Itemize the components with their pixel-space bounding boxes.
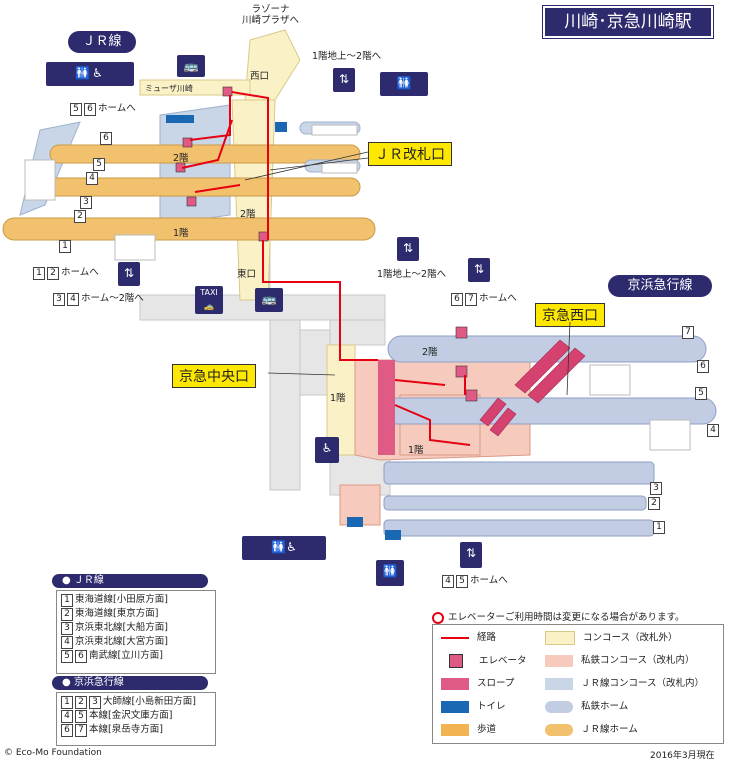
elevator-icon: ⇅ <box>333 68 355 92</box>
keikyu-west-callout: 京急西口 <box>535 303 605 327</box>
keikyu-1f-label-a: 1階 <box>330 393 346 404</box>
keikyu-platform-2: 2 <box>648 497 660 510</box>
jr-platform-2: 2 <box>74 210 86 223</box>
jr-platform-5: 5 <box>93 158 105 171</box>
jr-gate-callout: ＪＲ改札口 <box>368 142 452 166</box>
legend-route: 経路 <box>441 631 496 645</box>
keikyu-platform-5: 5 <box>695 387 707 400</box>
lazona-label: ラゾーナ 川崎プラザへ <box>242 4 300 26</box>
toilet-blocks <box>166 115 401 540</box>
keikyu-central-callout: 京急中央口 <box>172 364 256 388</box>
keikyu-platform-6: 6 <box>697 360 709 373</box>
legend-key: 経路 コンコース（改札外） エレベータ 私鉄コンコース（改札内） スロープ ＪＲ… <box>432 624 724 744</box>
west-exit-label: 西口 <box>250 71 270 82</box>
jr-platform-1: 1 <box>59 240 71 253</box>
toilet-icon: 🚻♿ <box>46 62 134 86</box>
keikyu-platform-4: 4 <box>707 424 719 437</box>
elevator-icon: ⇅ <box>397 237 419 261</box>
legend-private-platform: 私鉄ホーム <box>545 700 628 714</box>
jr-platform-6: 6 <box>100 132 112 145</box>
slope <box>378 360 395 455</box>
date: 2016年3月現在 <box>650 751 715 761</box>
wheelchair-icon: ♿ <box>315 437 339 463</box>
concourse-2f-label: 2階 <box>240 209 256 220</box>
legend-jr-platform: ＪＲ線ホーム <box>545 723 638 737</box>
legend-private-concourse: 私鉄コンコース（改札内） <box>545 654 695 668</box>
toilet-icon: 🚻 <box>380 72 428 96</box>
legend-elevator: エレベータ <box>441 654 527 668</box>
legend-jr-concourse: ＪＲ線コンコース（改札内） <box>545 677 704 691</box>
legend-keikyu-header: ● 京浜急行線 <box>52 676 208 690</box>
bus-icon: 🚌 <box>177 55 205 77</box>
credit: © Eco-Mo Foundation <box>4 748 102 758</box>
jr-platform-4: 4 <box>86 172 98 185</box>
keikyu-1f-label-b: 1階 <box>408 445 424 456</box>
legend-toilet: トイレ <box>441 700 506 714</box>
toilet-icon: 🚻♿ <box>242 536 326 560</box>
elevator-icon: ⇅ <box>460 542 482 568</box>
legend-slope: スロープ <box>441 677 514 691</box>
jr-1f-label: 1階 <box>173 228 189 239</box>
keikyu-line-label: 京浜急行線 <box>608 275 712 297</box>
elevator-note: エレベーターご利用時間は変更になる場合があります。 <box>432 609 685 624</box>
keikyu-platform-3: 3 <box>650 482 662 495</box>
keikyu-platforms <box>383 335 717 537</box>
muza-label: ミューザ川崎 <box>145 84 193 93</box>
keikyu-platform-7: 7 <box>682 326 694 339</box>
keikyu-2f-label: 2階 <box>422 347 438 358</box>
jr-platform-3: 3 <box>80 196 92 209</box>
legend-concourse-out: コンコース（改札外） <box>545 631 678 645</box>
page-title: 川崎･京急川崎駅 <box>543 6 713 38</box>
keikyu-platform-1: 1 <box>653 521 665 534</box>
jr-platforms <box>2 144 376 241</box>
elevator-icon: ⇅ <box>468 258 490 282</box>
taxi-icon: TAXI🚕 <box>195 286 223 314</box>
bus-icon: 🚌 <box>255 288 283 312</box>
jr-2f-label: 2階 <box>173 153 189 164</box>
to-1f-2f-top: 1階地上～2階へ <box>312 51 382 62</box>
jr-line-label: ＪＲ線 <box>68 31 136 53</box>
legend-jr-header: ● ＪＲ線 <box>52 574 208 588</box>
to-1f-2f-mid: 1階地上～2階へ <box>377 269 447 280</box>
east-exit-label: 東口 <box>237 269 257 280</box>
route-lines <box>181 91 471 446</box>
legend-sidewalk: 歩道 <box>441 723 496 737</box>
escalators <box>479 339 586 437</box>
elevator-icon: ⇅ <box>118 262 140 286</box>
toilet-icon: 🚻 <box>376 560 404 586</box>
